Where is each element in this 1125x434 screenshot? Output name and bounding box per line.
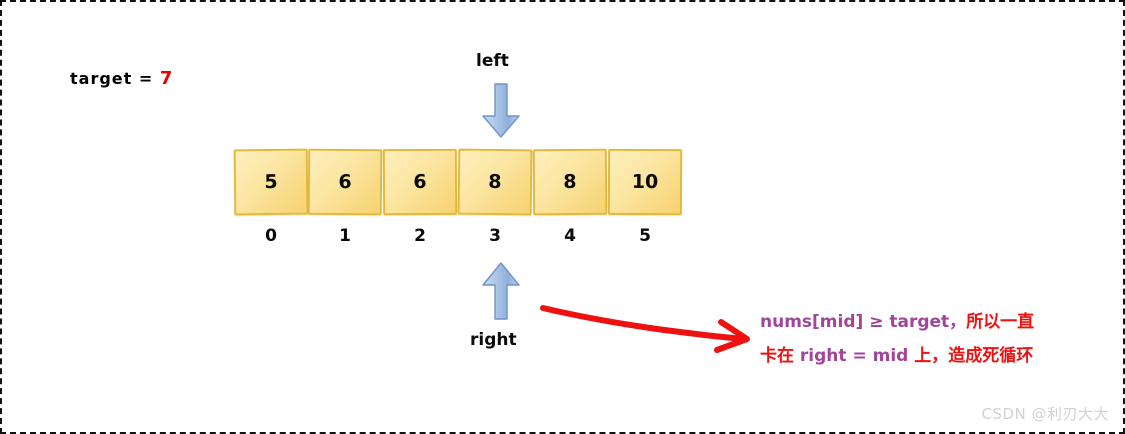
annotation-text: nums[mid] ≥ target，所以一直 卡在 right = mid 上… [760, 305, 1100, 373]
array-cell-value: 6 [413, 170, 427, 194]
array-cell-value: 6 [338, 170, 352, 194]
target-label: target = [70, 69, 154, 88]
annotation-arrow-icon [537, 292, 762, 358]
annotation-line-1: nums[mid] ≥ target，所以一直 [760, 305, 1100, 339]
array-cell-value: 10 [631, 170, 659, 194]
array-index-label: 0 [265, 226, 277, 246]
array-cell-value: 8 [488, 170, 502, 194]
array-row: 5 6 6 8 8 10 [233, 148, 684, 217]
target-value: 7 [159, 68, 174, 89]
array-index-label: 3 [489, 226, 501, 246]
annotation-line-2: 卡在 right = mid 上，造成死循环 [760, 339, 1100, 373]
array-cell: 5 [233, 148, 309, 216]
annotation-line-1-condition: nums[mid] ≥ target， [760, 312, 967, 332]
arrow-down-icon [479, 82, 523, 144]
annotation-line-2-tail: 上，造成死循环 [914, 346, 1034, 366]
target-declaration: target = 7 [70, 68, 173, 89]
array-cell: 8 [457, 148, 533, 216]
arrow-up-icon [479, 260, 523, 326]
watermark: CSDN @利刃大大 [981, 405, 1109, 423]
right-pointer-label: right [470, 330, 517, 350]
annotation-line-2-lead: 卡在 [760, 346, 800, 366]
array-index-label: 1 [339, 226, 351, 246]
annotation-line-2-expression: right = mid [799, 346, 915, 366]
array-cell: 8 [532, 148, 608, 216]
array-index-label: 2 [414, 226, 426, 246]
annotation-line-1-consequence: 所以一直 [966, 312, 1035, 332]
array-cell: 6 [382, 148, 458, 216]
array-cell-value: 5 [264, 170, 278, 194]
left-pointer-label: left [476, 51, 509, 71]
array-index-row: 0 1 2 3 4 5 [234, 226, 684, 252]
array-index-label: 5 [639, 226, 651, 246]
array-cell-value: 8 [563, 170, 577, 194]
array-cell: 6 [307, 148, 383, 216]
array-cell: 10 [607, 148, 683, 216]
array-index-label: 4 [564, 226, 576, 246]
